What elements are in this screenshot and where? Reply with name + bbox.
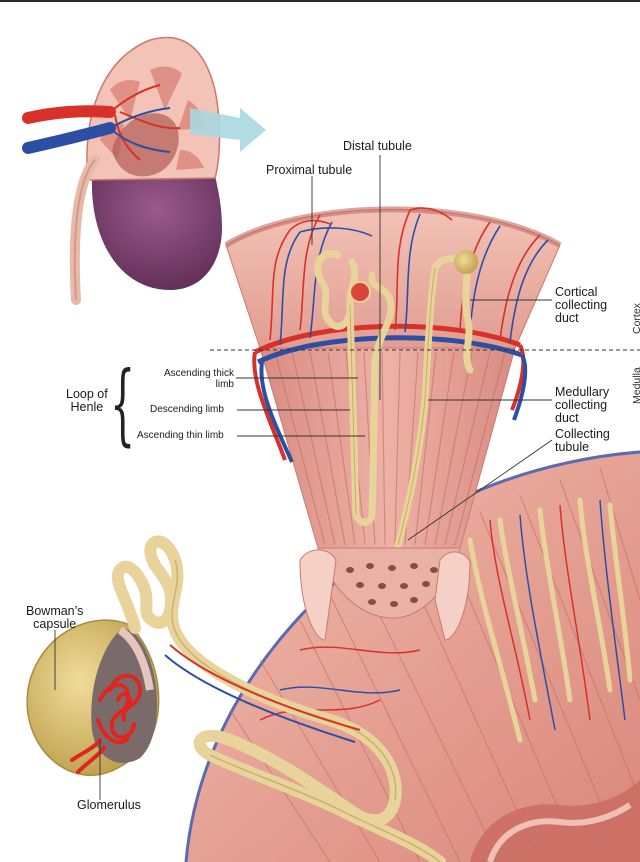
cortex-label: Cortex bbox=[631, 303, 640, 334]
bowmans-capsule-label: Bowman’s capsule bbox=[26, 604, 84, 631]
medulla-label: Medulla bbox=[631, 367, 640, 404]
renal-artery bbox=[22, 105, 116, 124]
nephron-wedge bbox=[224, 206, 562, 641]
small-capsule bbox=[454, 250, 478, 274]
collecting-tubule-label: Collecting tubule bbox=[555, 427, 610, 454]
medullary-collecting-duct-label: Medullary collecting duct bbox=[555, 385, 610, 425]
proximal-tubule-label: Proximal tubule bbox=[266, 163, 353, 177]
ascending-thick-limb-label: Ascending thick limb bbox=[163, 368, 234, 390]
zoom-arrow bbox=[190, 108, 266, 152]
kidney-lower-lobe bbox=[91, 175, 222, 290]
kidney-cross-section bbox=[22, 36, 266, 305]
leader-lines bbox=[54, 155, 553, 800]
descending-limb-label: Descending limb bbox=[150, 404, 224, 415]
small-glomerulus bbox=[350, 282, 370, 302]
isolated-nephron bbox=[26, 535, 446, 862]
cortical-collecting-duct-label: Cortical collecting duct bbox=[555, 285, 608, 325]
loop-of-henle-label: Loop of Henle bbox=[66, 387, 108, 414]
renal-vein bbox=[22, 122, 116, 154]
loop-of-henle-brace: { bbox=[110, 352, 136, 455]
top-border bbox=[0, 0, 640, 2]
glomerulus bbox=[70, 673, 143, 774]
glomerulus-label: Glomerulus bbox=[77, 798, 141, 812]
distal-tubule-label: Distal tubule bbox=[343, 139, 412, 153]
ascending-thin-limb-label: Ascending thin limb bbox=[137, 430, 224, 441]
